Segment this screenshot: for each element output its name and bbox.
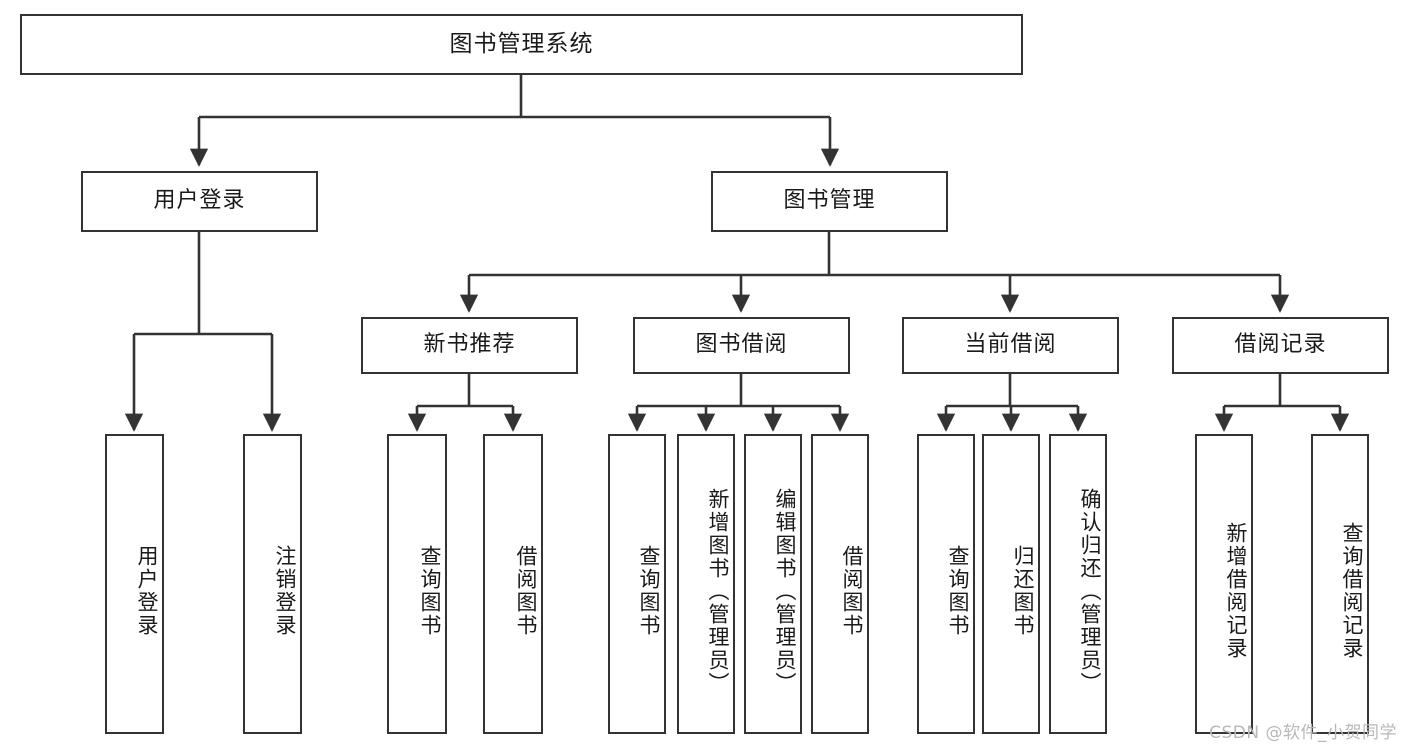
node-label: 借阅图书 <box>840 545 864 637</box>
node-label: 注销登录 <box>273 545 297 637</box>
node-label: 图书管理 <box>783 188 876 214</box>
node-new-book-recommend[interactable]: 新书推荐 <box>361 317 578 374</box>
leaf-book-borrow-lend[interactable]: 借阅图书 <box>811 434 869 734</box>
node-label: 图书借阅 <box>695 332 788 358</box>
node-label: 新书推荐 <box>423 332 516 358</box>
node-label: 用户登录 <box>135 545 159 637</box>
leaf-borrow-record-add[interactable]: 新增借阅记录 <box>1195 434 1253 734</box>
node-label: 查询借阅记录 <box>1340 522 1364 660</box>
node-book-borrow[interactable]: 图书借阅 <box>633 317 850 374</box>
leaf-borrow-record-query[interactable]: 查询借阅记录 <box>1311 434 1369 734</box>
node-label: 借阅记录 <box>1234 332 1327 358</box>
leaf-book-borrow-add-admin[interactable]: 新增图书（管理员） <box>677 434 735 734</box>
leaf-book-borrow-query[interactable]: 查询图书 <box>608 434 666 734</box>
node-label: 归还图书 <box>1011 545 1035 637</box>
node-label: 图书管理系统 <box>449 30 594 57</box>
node-current-borrow[interactable]: 当前借阅 <box>902 317 1119 374</box>
node-root-system[interactable]: 图书管理系统 <box>20 14 1023 75</box>
node-label: 编辑图书（管理员） <box>773 487 797 695</box>
node-label: 确认归还（管理员） <box>1078 487 1102 695</box>
leaf-new-book-borrow[interactable]: 借阅图书 <box>483 434 543 734</box>
leaf-current-borrow-confirm-admin[interactable]: 确认归还（管理员） <box>1049 434 1107 734</box>
node-user-login[interactable]: 用户登录 <box>81 171 318 232</box>
node-label: 查询图书 <box>946 545 970 637</box>
node-label: 新增图书（管理员） <box>706 487 730 695</box>
node-label: 新增借阅记录 <box>1224 522 1248 660</box>
node-label: 借阅图书 <box>514 545 538 637</box>
leaf-book-borrow-edit-admin[interactable]: 编辑图书（管理员） <box>744 434 802 734</box>
node-label: 用户登录 <box>153 188 246 214</box>
leaf-user-login-signin[interactable]: 用户登录 <box>105 434 164 734</box>
node-label: 当前借阅 <box>964 332 1057 358</box>
leaf-current-borrow-query[interactable]: 查询图书 <box>917 434 975 734</box>
leaf-user-login-signout[interactable]: 注销登录 <box>243 434 302 734</box>
leaf-new-book-query[interactable]: 查询图书 <box>387 434 447 734</box>
node-label: 查询图书 <box>637 545 661 637</box>
node-borrow-record[interactable]: 借阅记录 <box>1172 317 1389 374</box>
watermark-text: CSDN @软件_小贺同学 <box>1209 723 1397 743</box>
node-book-management[interactable]: 图书管理 <box>711 171 948 232</box>
node-label: 查询图书 <box>418 545 442 637</box>
leaf-current-borrow-return[interactable]: 归还图书 <box>982 434 1040 734</box>
